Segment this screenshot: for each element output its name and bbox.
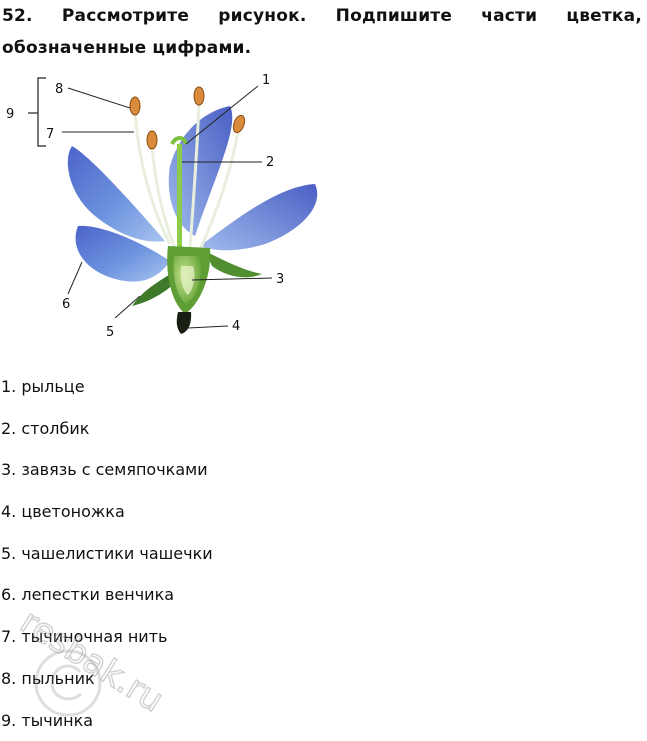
anther-right xyxy=(231,114,247,134)
label-3: 3 xyxy=(276,272,284,287)
stigma xyxy=(172,138,186,144)
anther-left xyxy=(130,97,140,115)
label-7: 7 xyxy=(46,127,54,142)
task-word-2: рисунок. xyxy=(218,0,306,32)
sepal-right xyxy=(205,251,262,277)
label-4: 4 xyxy=(232,319,240,334)
answer-list: 1. рыльце 2. столбик 3. завязь с семяпоч… xyxy=(1,366,213,741)
label-1: 1 xyxy=(262,73,270,88)
task-word-5: цветка, xyxy=(566,0,642,32)
answer-9: 9. тычинка xyxy=(1,700,213,741)
task-number: 52. xyxy=(2,0,33,32)
bracket-9 xyxy=(38,78,46,146)
leader-6 xyxy=(68,262,82,294)
style xyxy=(177,144,182,254)
anther-center xyxy=(194,87,204,105)
leader-5 xyxy=(115,296,140,318)
task-heading-line-2: обозначенные цифрами. xyxy=(2,32,642,64)
pedicel xyxy=(177,312,191,334)
task-heading: 52. Рассмотрите рисунок. Подпишите части… xyxy=(2,0,642,64)
petal-right xyxy=(200,184,317,250)
label-2: 2 xyxy=(266,155,274,170)
label-8: 8 xyxy=(55,82,63,97)
label-6: 6 xyxy=(62,297,70,312)
leader-4 xyxy=(188,326,228,328)
anther-mid-left xyxy=(147,131,157,149)
answer-1: 1. рыльце xyxy=(1,366,213,408)
answer-6: 6. лепестки венчика xyxy=(1,574,213,616)
task-heading-line-1: 52. Рассмотрите рисунок. Подпишите части… xyxy=(2,0,642,32)
task-word-1: Рассмотрите xyxy=(62,0,189,32)
answer-5: 5. чашелистики чашечки xyxy=(1,533,213,575)
answer-8: 8. пыльник xyxy=(1,658,213,700)
leader-8 xyxy=(68,88,130,108)
answer-2: 2. столбик xyxy=(1,408,213,450)
answer-7: 7. тычиночная нить xyxy=(1,616,213,658)
task-word-3: Подпишите xyxy=(336,0,452,32)
label-9: 9 xyxy=(6,107,14,122)
label-5: 5 xyxy=(106,325,114,340)
answer-4: 4. цветоножка xyxy=(1,491,213,533)
task-word-4: части xyxy=(481,0,537,32)
flower-diagram: 8 7 9 1 2 3 4 5 6 xyxy=(0,66,330,346)
answer-3: 3. завязь с семяпочками xyxy=(1,449,213,491)
